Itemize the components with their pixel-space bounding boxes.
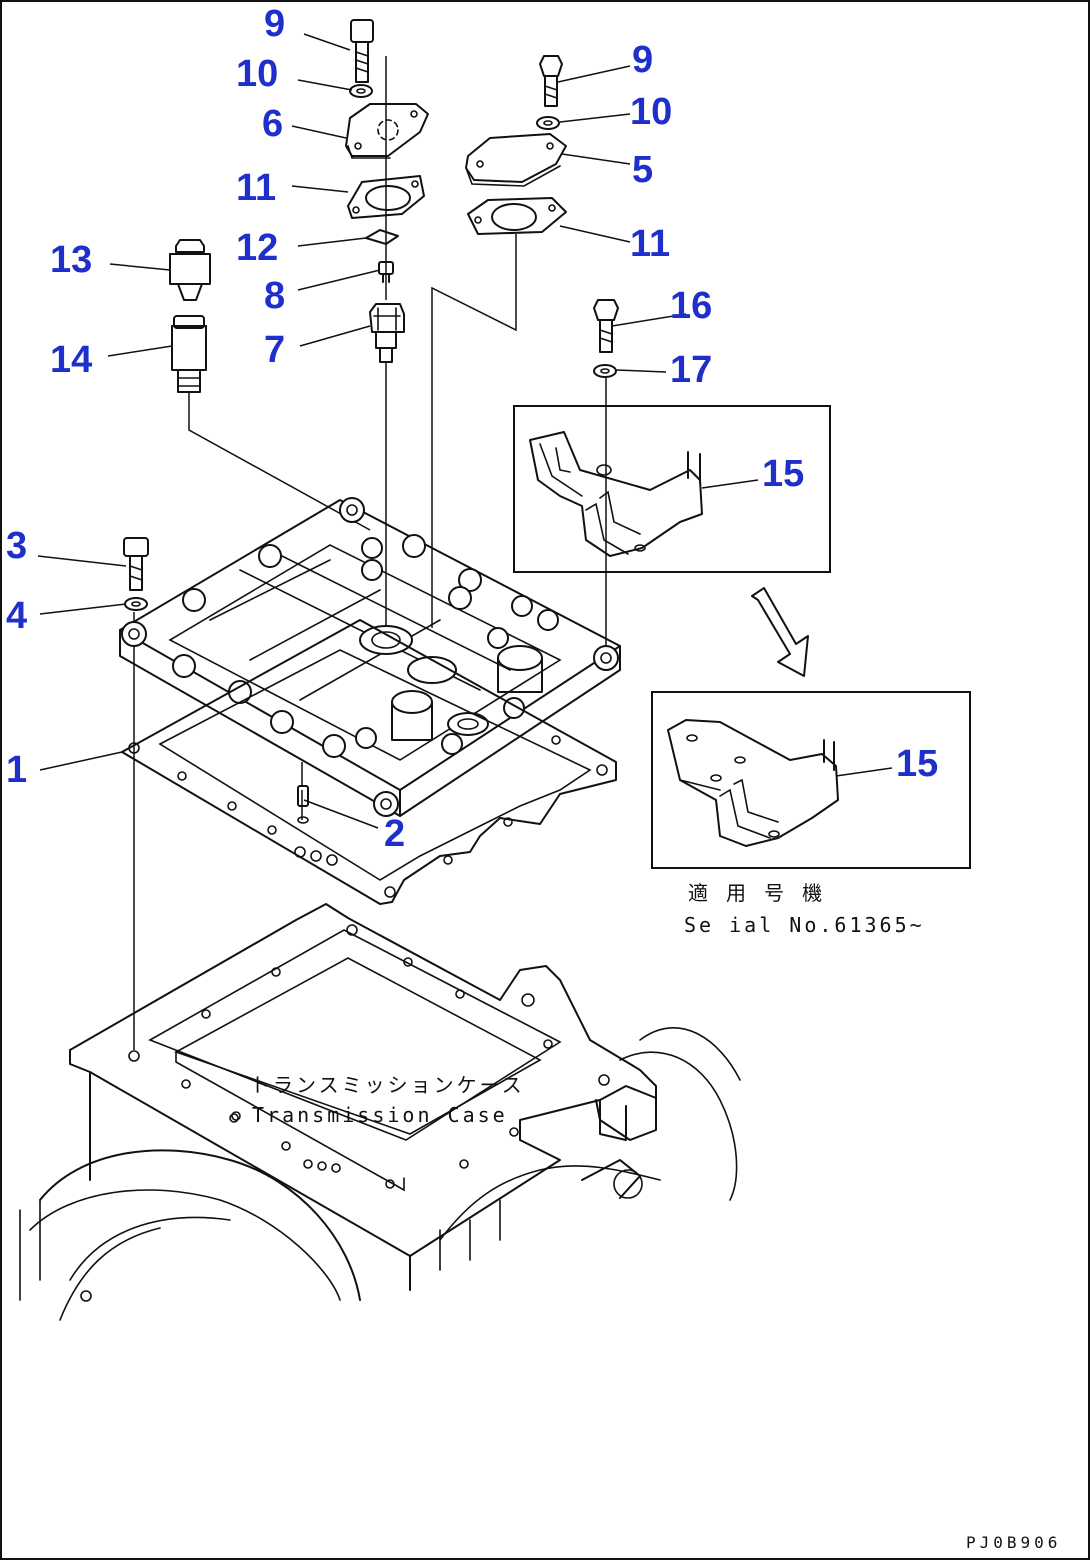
part-11-gasket-left: [347, 175, 425, 219]
part-10-washer-right: [536, 116, 560, 130]
part-7-switch: [369, 303, 405, 363]
callout-4: 4: [6, 595, 27, 637]
part-15-bracket-upper: [529, 431, 703, 557]
note-case-jp: トランスミッションケース: [250, 1073, 525, 1097]
note-serial-number: Se ial No.61365~: [684, 913, 925, 937]
callout-17: 17: [670, 349, 712, 391]
part-2-dowel: [297, 762, 309, 824]
part-4-washer: [124, 597, 148, 611]
direction-arrow: [751, 587, 809, 677]
part-17-washer: [593, 364, 617, 378]
callout-5: 5: [632, 149, 653, 191]
note-applicable-serial-jp: 適 用 号 機: [688, 881, 825, 905]
callout-13: 13: [50, 239, 92, 281]
callout-1: 1: [6, 749, 27, 791]
callout-9-left: 9: [264, 3, 285, 45]
leader-lines: [37, 33, 893, 829]
note-case-en: Transmission Case: [252, 1103, 508, 1127]
detail-box-bracket-15-lower: [651, 691, 971, 869]
part-9-bolt-right: [539, 55, 563, 107]
callout-16: 16: [670, 285, 712, 327]
callout-11-right: 11: [630, 223, 670, 265]
part-1-gasket: [121, 619, 617, 905]
note-case-bullet: [231, 1111, 241, 1121]
part-10-washer-left: [349, 84, 373, 98]
callout-14: 14: [50, 339, 92, 381]
part-3-bolt: [123, 537, 149, 591]
transmission-case: [19, 903, 741, 1321]
callout-8: 8: [264, 275, 285, 317]
detail-box-bracket-15-upper: [513, 405, 831, 573]
callout-7: 7: [264, 329, 285, 371]
part-11-gasket-right: [467, 197, 567, 235]
part-16-bolt: [593, 299, 619, 353]
callout-6: 6: [262, 103, 283, 145]
part-6-cover-plate: [345, 103, 429, 159]
callout-10-right: 10: [630, 91, 672, 133]
part-12-o-ring: [365, 229, 399, 245]
part-13-cap: [169, 239, 211, 301]
callout-2: 2: [384, 813, 405, 855]
callout-11-left: 11: [236, 167, 276, 209]
part-9-bolt-left: [350, 19, 374, 83]
callout-15-upper: 15: [762, 453, 804, 495]
callout-9-right: 9: [632, 39, 653, 81]
callout-12: 12: [236, 227, 278, 269]
part-5-cover-plate: [465, 133, 567, 187]
part-14-valve: [171, 315, 207, 393]
valve-body: [119, 497, 621, 817]
callout-15-lower: 15: [896, 743, 938, 785]
drawing-code: PJ0B906: [966, 1533, 1061, 1552]
callout-3: 3: [6, 525, 27, 567]
callout-10-left: 10: [236, 53, 278, 95]
part-15-bracket-lower: [667, 719, 839, 847]
